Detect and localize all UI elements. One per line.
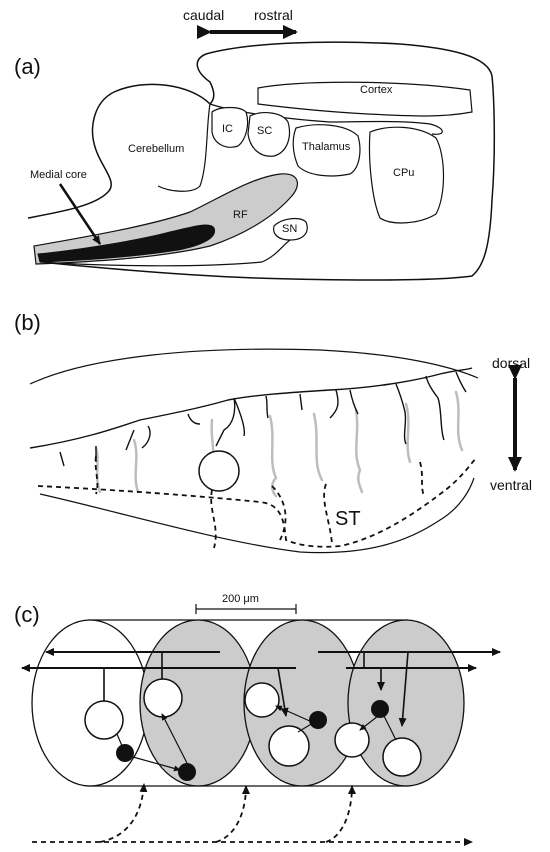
label-sc: SC: [257, 125, 272, 137]
medial-core-pointer: [60, 184, 100, 244]
label-cerebellum: Cerebellum: [128, 143, 184, 155]
neuron-open-6: [383, 738, 421, 776]
dorsoventral-indicator: dorsal ventral: [490, 355, 532, 493]
scale-bar: 200 μm: [196, 593, 296, 614]
st-label: ST: [335, 508, 361, 530]
panel-a: (a) caudal rostral Cortex IC SC Thalamus…: [14, 7, 494, 280]
medial-core-callout: Medial core: [30, 169, 87, 181]
dorsal-label: dorsal: [492, 355, 530, 371]
neuron-filled-4: [371, 700, 389, 718]
st-boundary: [38, 458, 476, 547]
label-rf: RF: [233, 209, 248, 221]
panel-b: (b) ST dorsal v: [14, 310, 532, 553]
rostral-label: rostral: [254, 7, 293, 23]
neuron-filled-2: [178, 763, 196, 781]
orientation-indicator: caudal rostral: [183, 7, 296, 32]
scale-bar-label: 200 μm: [222, 593, 259, 605]
panel-c-tag: (c): [14, 602, 40, 627]
panel-b-tag: (b): [14, 310, 41, 335]
panel-a-tag: (a): [14, 54, 41, 79]
neuron-open-5: [335, 723, 369, 757]
label-thalamus: Thalamus: [302, 141, 351, 153]
label-cpu: CPu: [393, 167, 414, 179]
neuron-open-1: [85, 701, 123, 739]
neuron-open-4: [269, 726, 309, 766]
gray-fibers: [96, 392, 462, 496]
label-cortex: Cortex: [360, 84, 393, 96]
dorsal-surface: [30, 349, 478, 384]
st-dashed-fibers: [96, 456, 424, 548]
panel-c: (c) 200 μm: [14, 593, 500, 842]
soma-large: [199, 451, 239, 491]
label-ic: IC: [222, 123, 233, 135]
caudal-label: caudal: [183, 7, 224, 23]
afferent-inputs: [32, 784, 472, 842]
ventral-label: ventral: [490, 477, 532, 493]
neuron-open-2: [144, 679, 182, 717]
label-sn: SN: [282, 223, 297, 235]
neuron-open-3: [245, 683, 279, 717]
axon-network: [30, 368, 472, 466]
segment-1: [32, 620, 148, 786]
